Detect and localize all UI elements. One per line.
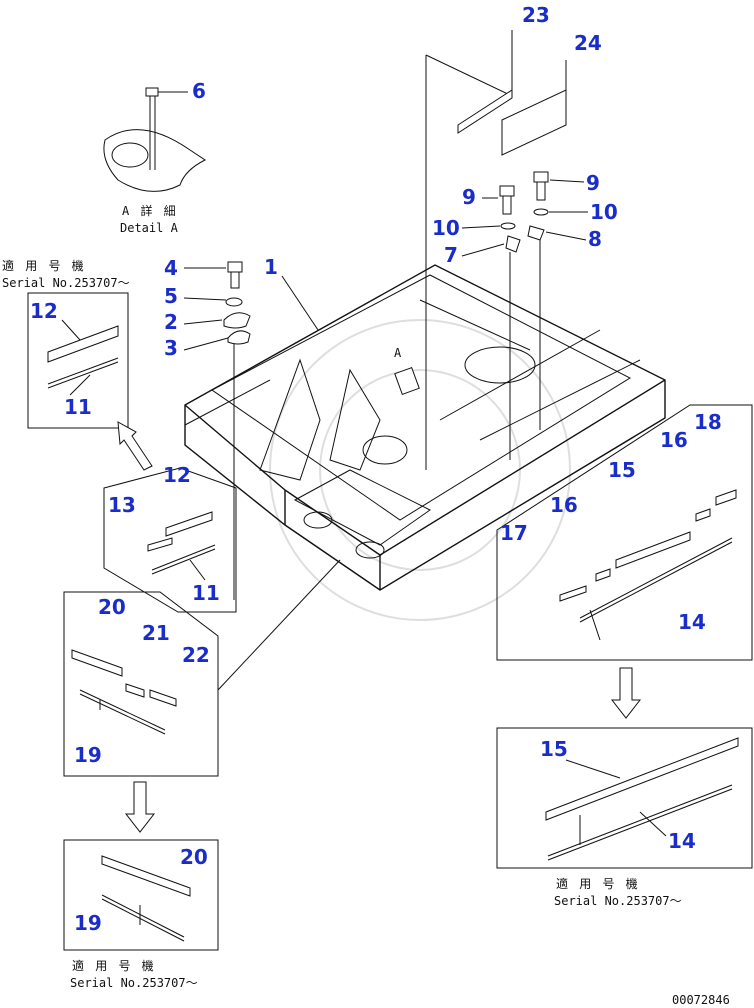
drawing-number: 00072846: [672, 993, 730, 1007]
callout-14-right-box: 14: [678, 610, 706, 634]
callout-16-right: 16: [660, 428, 688, 452]
callout-11-mid: 11: [192, 581, 220, 605]
serial-label-jp-left: 適 用 号 機: [72, 958, 156, 973]
callout-19-bottom: 19: [74, 911, 102, 935]
block-7: [505, 235, 521, 253]
callout-14-bottom: 14: [668, 829, 696, 853]
bolt-9-right: [533, 171, 549, 201]
callout-16-left: 16: [550, 493, 578, 517]
detail-a-label-en: Detail A: [120, 221, 179, 235]
serial-label-jp-1: 適 用 号 機: [2, 258, 86, 273]
serial-label-en-left: Serial No.253707～: [70, 976, 198, 990]
callout-12-top: 12: [30, 299, 58, 323]
callout-3: 3: [164, 336, 178, 360]
revolving-frame: [184, 264, 666, 591]
right-bottom-box: [496, 727, 753, 869]
callout-2: 2: [164, 310, 178, 334]
left-bottom-parts: [101, 855, 191, 942]
detail-a-label-jp: A 詳 細: [122, 203, 178, 218]
block-8: [527, 225, 545, 241]
serial-label-en-right: Serial No.253707～: [554, 894, 682, 908]
plate-24: [501, 60, 567, 156]
callout-9-left: 9: [462, 185, 476, 209]
right-box-parts: [559, 489, 737, 641]
arrow-to-serial-box-1: [117, 421, 153, 471]
detail-a-drawing: [103, 87, 206, 192]
callout-21: 21: [142, 621, 170, 645]
callout-1: 1: [264, 255, 278, 279]
callout-23: 23: [522, 3, 550, 27]
callout-15-right-box: 15: [608, 458, 636, 482]
watermark-logo: [269, 319, 571, 621]
washer-10-left: [500, 222, 516, 230]
callout-11-top: 11: [64, 395, 92, 419]
callout-7: 7: [444, 243, 458, 267]
callout-20-bottom: 20: [180, 845, 208, 869]
callout-10-left: 10: [432, 216, 460, 240]
part-13-12-11-bars: [147, 511, 216, 581]
detail-a-view-letter: A: [394, 346, 402, 360]
serial-label-en-1: Serial No.253707～: [2, 276, 130, 290]
callout-4: 4: [164, 256, 178, 280]
callout-15-bottom: 15: [540, 737, 568, 761]
washer-10-right: [533, 208, 549, 216]
callout-18: 18: [694, 410, 722, 434]
callout-9-right: 9: [586, 171, 600, 195]
part-12-bar-top: [47, 319, 119, 396]
callout-12-mid: 12: [163, 463, 191, 487]
washer-5: [225, 297, 243, 307]
callout-17: 17: [500, 521, 528, 545]
callout-22: 22: [182, 643, 210, 667]
side-bracket-box: [103, 467, 237, 613]
right-bottom-parts: [545, 737, 739, 861]
callout-24: 24: [574, 31, 602, 55]
bolt-9-left: [499, 185, 515, 215]
callout-5: 5: [164, 284, 178, 308]
right-parts-box: [496, 404, 753, 661]
arrow-to-serial-box-right: [610, 667, 642, 719]
left-middle-parts: [71, 649, 177, 735]
cap-3: [227, 330, 251, 345]
cap-2: [223, 312, 251, 329]
left-bottom-box: [63, 839, 219, 951]
callout-13: 13: [108, 493, 136, 517]
callout-20-middle: 20: [98, 595, 126, 619]
callout-19-middle: 19: [74, 743, 102, 767]
callout-10-right: 10: [590, 200, 618, 224]
callout-8: 8: [588, 227, 602, 251]
bolt-4: [227, 261, 243, 289]
serial-box-1: [27, 292, 129, 429]
arrow-to-serial-box-left: [124, 781, 156, 833]
serial-label-jp-right: 適 用 号 機: [556, 876, 640, 891]
callout-6: 6: [192, 79, 206, 103]
left-middle-box: [63, 591, 219, 777]
plate-23: [457, 30, 513, 134]
